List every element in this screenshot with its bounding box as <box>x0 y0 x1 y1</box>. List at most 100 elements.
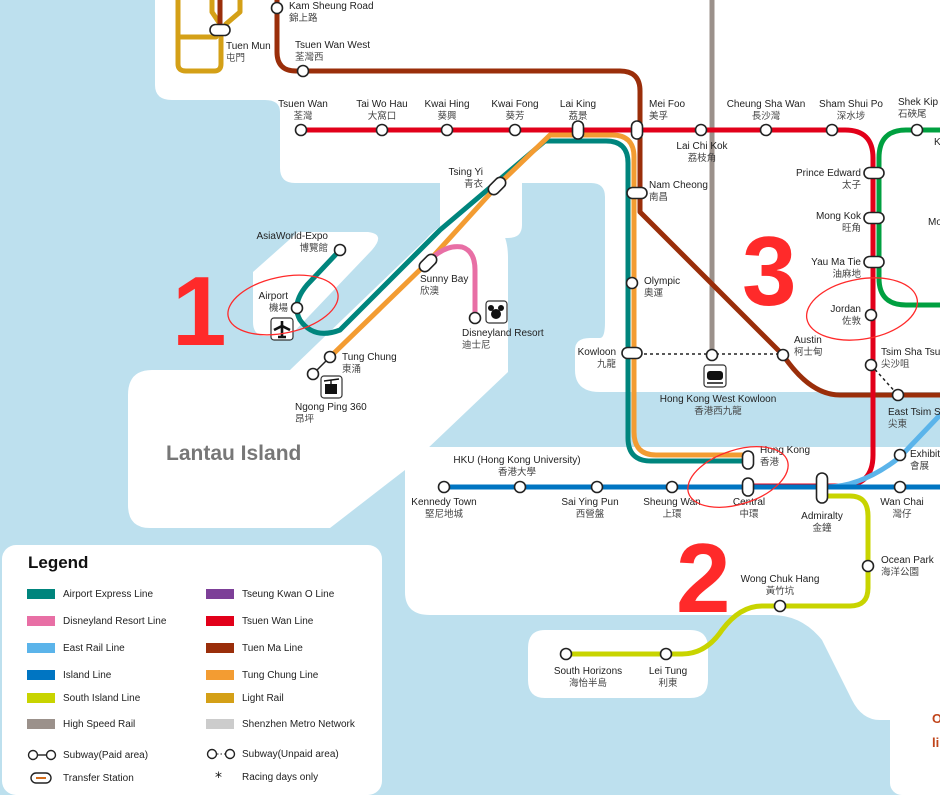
station-marker-icon[interactable] <box>893 390 904 401</box>
station-marker-icon[interactable] <box>866 310 877 321</box>
transfer-station-icon[interactable] <box>743 478 754 496</box>
station-marker-icon[interactable] <box>515 482 526 493</box>
paid-area-icon <box>27 749 57 761</box>
station-name-zh: 油麻地 <box>832 268 861 280</box>
station-name-zh: 青衣 <box>464 178 484 190</box>
station-name-en: Wong Chuk Hang <box>741 574 820 585</box>
station-marker-icon[interactable] <box>778 350 789 361</box>
station-name-zh: 博覽館 <box>299 242 328 254</box>
land-ap-lei-chau <box>528 630 708 698</box>
station-name-zh: 堅尼地城 <box>425 508 464 520</box>
legend-swatch <box>27 589 55 599</box>
station-name-en: Prince Edward <box>796 168 861 179</box>
station-marker-icon[interactable] <box>667 482 678 493</box>
station-marker-icon[interactable] <box>325 352 336 363</box>
legend-label: Tung Chung Line <box>242 670 318 681</box>
annotation-number-2: 2 <box>676 523 731 633</box>
station-name-en: Central <box>733 497 765 508</box>
station-marker-icon[interactable] <box>863 561 874 572</box>
station-name-en: Kennedy Town <box>411 497 476 508</box>
legend-swatch <box>206 693 234 703</box>
station-name-zh: 尖東 <box>888 418 908 430</box>
station-name-zh: 欣澳 <box>420 285 440 297</box>
transfer-station-icon[interactable] <box>864 213 884 224</box>
station-name-zh: 柯士甸 <box>794 346 823 358</box>
station-marker-icon[interactable] <box>895 482 906 493</box>
station-marker-icon[interactable] <box>308 369 319 380</box>
station-marker-icon[interactable] <box>292 303 303 314</box>
transfer-station-icon[interactable] <box>864 168 884 179</box>
station-marker-icon[interactable] <box>775 601 786 612</box>
station-name-en: Tuen Mun <box>226 41 271 52</box>
station-name-en: Hong Kong West Kowloon <box>660 394 777 405</box>
station-marker-icon[interactable] <box>272 3 283 14</box>
station-marker-icon[interactable] <box>377 125 388 136</box>
transfer-station-icon[interactable] <box>210 25 230 36</box>
station-name-zh: 南昌 <box>649 191 668 203</box>
station-name-zh: 荃灣 <box>293 110 313 122</box>
station-name-zh: 荔枝角 <box>688 152 717 164</box>
station-marker-icon[interactable] <box>510 125 521 136</box>
legend-label: Tseung Kwan O Line <box>242 589 334 600</box>
station-marker-icon[interactable] <box>335 245 346 256</box>
station-marker-icon[interactable] <box>866 360 877 371</box>
transfer-station-icon[interactable] <box>622 348 642 359</box>
transfer-station-icon[interactable] <box>864 257 884 268</box>
legend-label: High Speed Rail <box>63 719 135 730</box>
transfer-station-icon[interactable] <box>632 121 643 139</box>
disney-icon <box>486 301 507 323</box>
star-icon: * <box>206 771 236 783</box>
station-marker-icon[interactable] <box>696 125 707 136</box>
station-marker-icon[interactable] <box>561 649 572 660</box>
transfer-station-icon[interactable] <box>817 473 828 503</box>
station-name-en: Lei Tung <box>649 666 687 677</box>
transfer-station-icon[interactable] <box>743 451 754 469</box>
station-marker-icon[interactable] <box>827 125 838 136</box>
station-marker-icon[interactable] <box>707 350 718 361</box>
legend-swatch <box>206 616 234 626</box>
station-name-en: Nam Cheong <box>649 180 708 191</box>
station-marker-icon[interactable] <box>439 482 450 493</box>
legend-swatch <box>27 670 55 680</box>
train-icon <box>704 365 726 387</box>
station-name-zh: 太子 <box>842 179 862 191</box>
legend-label: South Island Line <box>63 693 140 704</box>
station-name-en: Sunny Bay <box>420 274 468 285</box>
station-name-zh: 香港大學 <box>498 466 536 478</box>
station-marker-icon[interactable] <box>592 482 603 493</box>
legend-label: Tsuen Wan Line <box>242 616 313 627</box>
station-name-zh: 上環 <box>662 509 682 520</box>
station-name-zh: 香港 <box>760 456 780 468</box>
station-name-zh: 荃灣西 <box>295 51 324 63</box>
station-name-zh: 葵興 <box>437 110 457 122</box>
legend-swatch <box>206 670 234 680</box>
station-name-en: Ngong Ping 360 <box>295 402 367 413</box>
station-name-en: Admiralty <box>801 511 843 522</box>
station-marker-icon[interactable] <box>298 66 309 77</box>
station-marker-icon[interactable] <box>442 125 453 136</box>
station-marker-icon[interactable] <box>661 649 672 660</box>
annotation-number-3: 3 <box>742 216 797 326</box>
legend-item: High Speed Rail <box>27 717 135 731</box>
station-name-zh: 利東 <box>658 677 678 689</box>
station-name-zh: 荔景 <box>568 110 587 122</box>
station-name-en: HKU (Hong Kong University) <box>453 455 580 466</box>
station-marker-icon[interactable] <box>470 313 481 324</box>
station-marker-icon[interactable] <box>912 125 923 136</box>
info-card: O li <box>890 685 940 795</box>
annotation-number-1: 1 <box>172 256 227 366</box>
legend-item: Island Line <box>27 668 111 682</box>
legend-swatch <box>27 643 55 653</box>
info-card-line2: li <box>932 735 939 750</box>
transfer-station-icon[interactable] <box>573 121 584 139</box>
station-marker-icon[interactable] <box>761 125 772 136</box>
station-marker-icon[interactable] <box>895 450 906 461</box>
station-marker-icon[interactable] <box>296 125 307 136</box>
legend-swatch <box>27 719 55 729</box>
legend-swatch <box>206 719 234 729</box>
station-name-zh: 奧運 <box>644 287 664 299</box>
transfer-station-icon[interactable] <box>627 188 647 199</box>
station-name-zh: 美孚 <box>649 110 668 122</box>
station-marker-icon[interactable] <box>627 278 638 289</box>
